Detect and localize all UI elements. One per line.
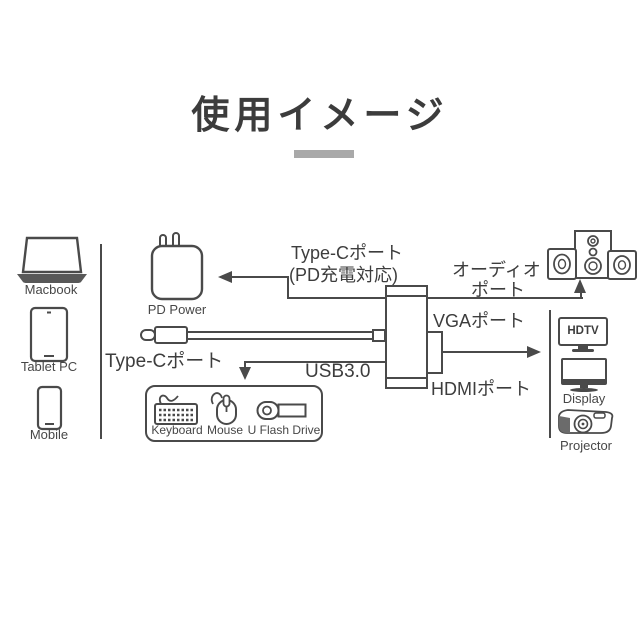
keyboard-label: Keyboard	[151, 423, 203, 437]
audio-arrowhead-icon	[574, 279, 586, 293]
display-label: Display	[562, 391, 606, 406]
macbook-label: Macbook	[24, 282, 78, 297]
audio-port-label-line1: オーディオ	[452, 260, 541, 280]
projector-icon	[558, 409, 614, 434]
speakers-icon	[547, 230, 637, 280]
pd-arrow-line	[230, 276, 289, 278]
usb-line	[244, 361, 386, 363]
hdtv-stand-neck	[578, 346, 588, 349]
typec-cable	[184, 331, 378, 340]
usb-arrowhead-icon	[239, 367, 251, 380]
output-devices-divider-line	[549, 310, 551, 438]
vga-port-label: VGAポート	[433, 311, 526, 331]
keyboard-icon	[154, 394, 198, 425]
pd-hub-line	[287, 297, 386, 299]
mouse-icon	[210, 392, 237, 425]
typec-connector-tip	[140, 329, 156, 341]
hdtv-label: HDTV	[567, 325, 599, 337]
pd-power-label: PD Power	[147, 302, 207, 317]
display-icon	[561, 358, 607, 385]
tablet-label: Tablet PC	[20, 359, 78, 374]
tablet-icon	[29, 306, 69, 363]
audio-line	[428, 297, 583, 299]
video-out-arrowhead-icon	[527, 346, 541, 358]
source-devices-divider-line	[100, 244, 102, 439]
pd-arrow-elbow-line	[287, 276, 289, 299]
bracket-bottom-stub-line	[428, 372, 443, 374]
bracket-top-stub-line	[428, 331, 443, 333]
audio-port-label-line2: ポート	[471, 280, 525, 300]
hub-top-cap	[387, 287, 426, 297]
video-out-arrow-line	[443, 351, 528, 353]
macbook-icon	[17, 236, 87, 283]
pd-power-adapter-icon	[150, 232, 204, 301]
typec-host-port-label: Type-Cポート	[105, 351, 224, 372]
display-stand-base	[570, 388, 598, 392]
usb-elbow-line	[244, 361, 246, 368]
audio-elbow-line	[580, 287, 582, 299]
usb-c-hub	[385, 285, 428, 389]
bracket-vertical-line	[441, 331, 443, 374]
typec-pd-port-label-line2: (PD充電対応)	[289, 265, 398, 285]
hub-bottom-cap	[387, 377, 426, 387]
hdtv-icon: HDTV	[558, 317, 608, 346]
pd-arrowhead-icon	[218, 271, 232, 283]
mouse-label: Mouse	[206, 423, 244, 437]
typec-pd-port-label-line1: Type-Cポート	[291, 243, 404, 263]
hdmi-port-label: HDMIポート	[431, 379, 531, 399]
cable-hub-plug	[372, 329, 386, 342]
mobile-icon	[36, 385, 63, 431]
typec-connector-body	[154, 326, 188, 344]
hdtv-stand-base	[572, 349, 594, 352]
display-stand-neck	[580, 385, 588, 388]
usb-port-label: USB3.0	[305, 361, 371, 382]
flash-drive-icon	[256, 401, 307, 420]
flash-drive-label: U Flash Drive	[247, 423, 321, 437]
projector-label: Projector	[559, 438, 613, 453]
mobile-label: Mobile	[29, 427, 69, 442]
page-title: 使用イメージ	[191, 95, 449, 137]
title-underline	[294, 150, 354, 158]
